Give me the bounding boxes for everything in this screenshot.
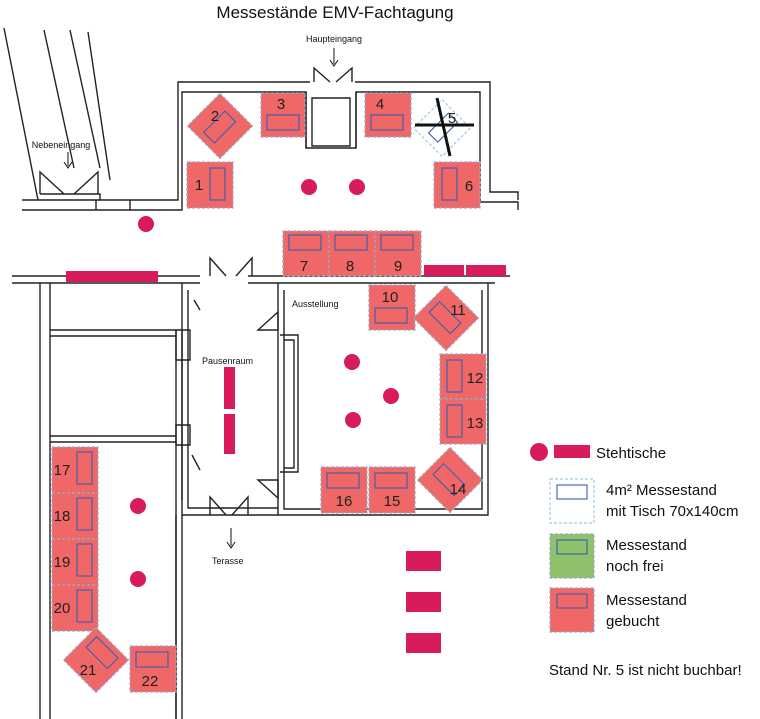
booth-21[interactable] — [62, 626, 130, 694]
legend-gebucht-line1: Messestand — [606, 592, 687, 609]
svg-text:19: 19 — [54, 554, 71, 571]
legend-stehtisch-circle — [530, 443, 548, 461]
booth-9[interactable]: 9 — [374, 230, 422, 277]
booth-5-cross — [415, 97, 474, 157]
booth-11[interactable] — [412, 284, 480, 352]
svg-text:4: 4 — [376, 96, 384, 113]
legend-frei-line2: noch frei — [606, 558, 664, 575]
legend-frei-line1: Messestand — [606, 537, 687, 554]
ausstellung-label: Ausstellung — [292, 299, 339, 309]
page-title: Messestände EMV-Fachtagung — [216, 3, 453, 22]
stehtisch — [130, 498, 146, 514]
stehtisch-bar — [406, 633, 441, 653]
svg-text:3: 3 — [277, 96, 285, 113]
stehtisch-bar — [224, 414, 235, 454]
legend: Stehtische 4m² Messestand mit Tisch 70x1… — [530, 443, 742, 679]
stehtisch — [138, 216, 154, 232]
booth-2-number: 2 — [211, 108, 219, 125]
booth-5-number: 5 — [448, 110, 456, 127]
stehtisch-bar — [466, 265, 506, 276]
svg-text:18: 18 — [54, 508, 71, 525]
legend-stehtische-label: Stehtische — [596, 445, 666, 462]
booth-20[interactable]: 20 — [51, 584, 99, 632]
svg-text:17: 17 — [54, 462, 71, 479]
stehtisch-bar — [406, 592, 441, 612]
legend-gebucht-line2: gebucht — [606, 613, 660, 630]
legend-frei-table — [556, 539, 588, 555]
booth-8[interactable]: 8 — [328, 230, 376, 277]
booth-18[interactable]: 18 — [51, 492, 99, 540]
legend-messestand-line2: mit Tisch 70x140cm — [606, 503, 739, 520]
booth-1[interactable]: 1 — [186, 161, 234, 209]
stehtisch — [349, 179, 365, 195]
booth-17[interactable]: 17 — [51, 446, 99, 494]
svg-text:20: 20 — [54, 600, 71, 617]
svg-text:16: 16 — [336, 493, 353, 510]
stehtisch-bar — [224, 367, 235, 409]
booth-16[interactable]: 16 — [320, 466, 368, 514]
booth-3[interactable]: 3 — [260, 92, 306, 138]
terasse-arrow — [226, 528, 236, 549]
legend-gebucht-table — [556, 593, 588, 609]
svg-text:9: 9 — [394, 258, 402, 275]
booth-14-number: 14 — [450, 481, 467, 498]
booth-14[interactable] — [416, 446, 484, 514]
svg-text:10: 10 — [382, 289, 399, 306]
svg-text:12: 12 — [467, 370, 484, 387]
stehtische — [66, 179, 506, 653]
stehtisch — [301, 179, 317, 195]
booth-21-number: 21 — [80, 662, 97, 679]
booths: 1 2 3 4 5 6 — [51, 92, 487, 694]
svg-text:8: 8 — [346, 258, 354, 275]
svg-text:22: 22 — [142, 673, 159, 690]
booth-22[interactable]: 22 — [129, 645, 177, 693]
nebeneingang-label: Nebeneingang — [32, 140, 91, 150]
stehtisch — [344, 354, 360, 370]
stehtisch — [345, 412, 361, 428]
pausenraum-label: Pausenraum — [202, 356, 253, 366]
haupteingang-arrow — [329, 48, 339, 67]
stehtisch — [130, 571, 146, 587]
svg-text:6: 6 — [465, 178, 473, 195]
stehtisch-bar — [406, 551, 441, 571]
svg-text:15: 15 — [384, 493, 401, 510]
booth-13[interactable]: 13 — [439, 398, 487, 445]
booth-15[interactable]: 15 — [368, 466, 416, 514]
nebeneingang-arrow — [63, 152, 73, 169]
annotations: Haupteingang Nebeneingang Ausstellung Pa… — [32, 34, 362, 566]
booth-7[interactable]: 7 — [282, 230, 330, 277]
legend-table-outline — [556, 484, 588, 500]
booth-4[interactable]: 4 — [364, 92, 412, 138]
haupteingang-label: Haupteingang — [306, 34, 362, 44]
svg-text:13: 13 — [467, 415, 484, 432]
booth-12[interactable]: 12 — [439, 353, 487, 400]
booth-10[interactable]: 10 — [368, 284, 416, 331]
terasse-label: Terasse — [212, 556, 244, 566]
note-stand-5: Stand Nr. 5 ist nicht buchbar! — [549, 662, 742, 679]
stehtisch — [383, 388, 399, 404]
doors — [39, 66, 353, 516]
svg-text:1: 1 — [195, 177, 203, 194]
booth-11-number: 11 — [450, 302, 466, 319]
booth-19[interactable]: 19 — [51, 538, 99, 586]
stehtisch-bar — [424, 265, 464, 276]
booth-6[interactable]: 6 — [433, 161, 481, 209]
svg-text:7: 7 — [300, 258, 308, 275]
booth-2[interactable] — [186, 92, 254, 160]
stehtisch-bar — [66, 271, 158, 282]
legend-stehtisch-bar — [554, 445, 590, 458]
booth-5 — [412, 98, 472, 158]
legend-messestand-line1: 4m² Messestand — [606, 482, 717, 499]
